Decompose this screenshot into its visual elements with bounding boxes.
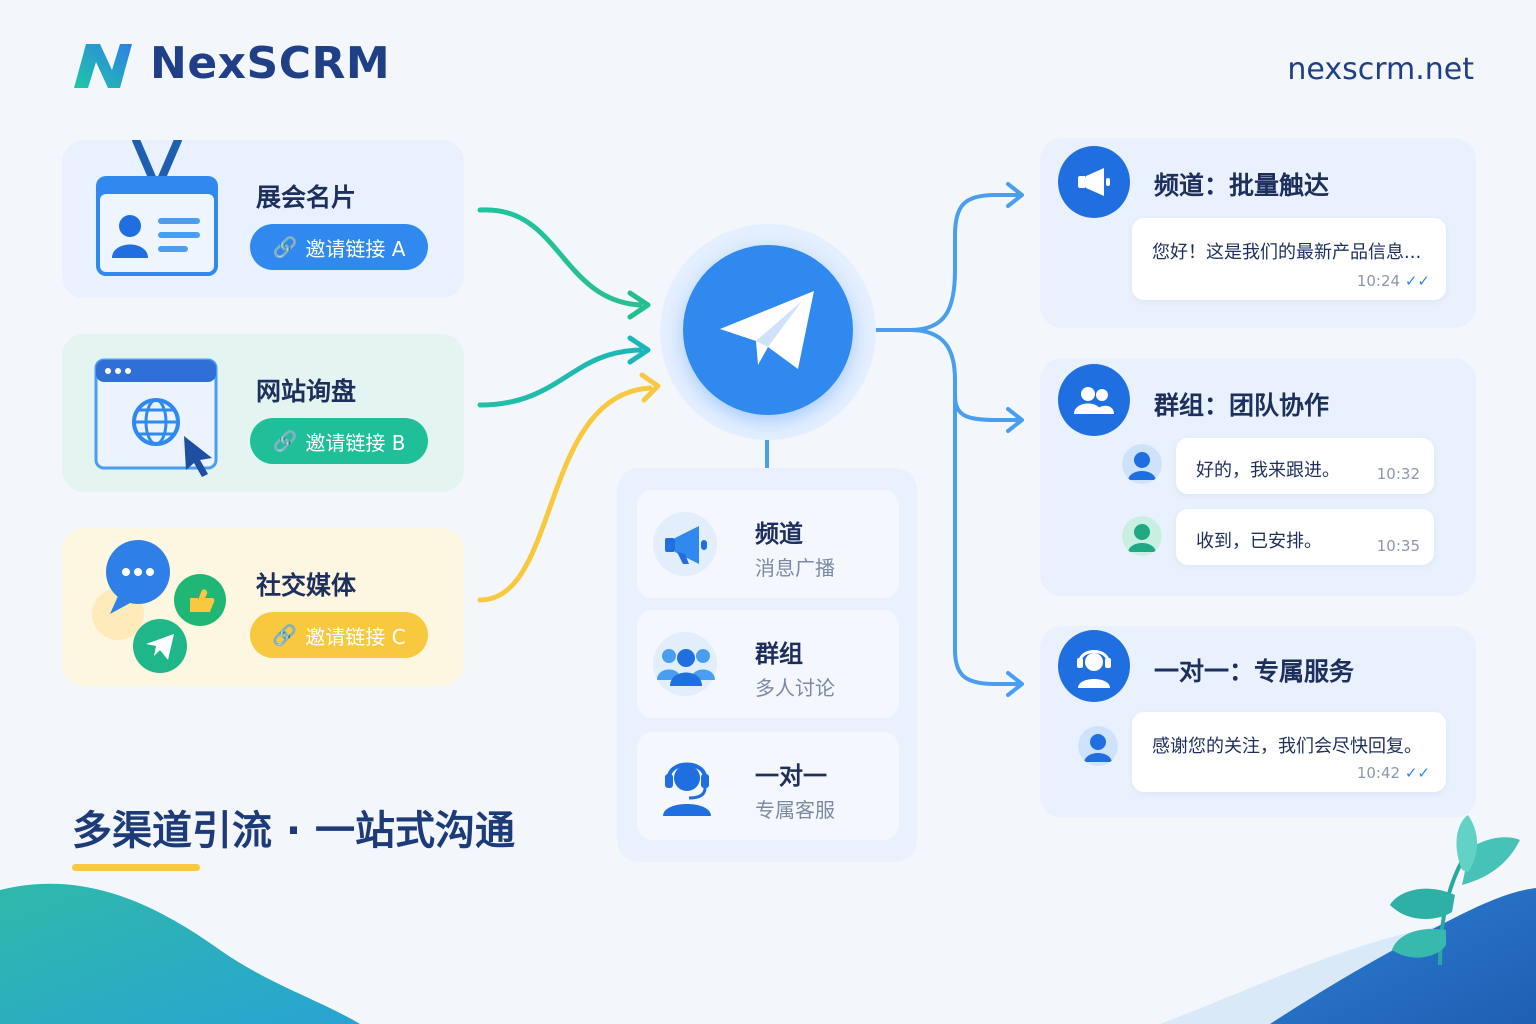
card-title: 群组：团队协作 — [1154, 391, 1330, 420]
message-time: 10:24 — [1356, 272, 1401, 290]
link-icon: 🔗 — [272, 235, 298, 259]
type-subtitle: 专属客服 — [755, 798, 835, 822]
source-title: 网站询盘 — [256, 377, 357, 406]
megaphone-badge — [1058, 146, 1130, 218]
card-title: 频道：批量触达 — [1154, 171, 1330, 200]
double-check-icon: ✓✓ — [1404, 764, 1430, 782]
message-meta: 10:24 ✓✓ — [1357, 272, 1430, 290]
invite-link-label: 邀请链接 A — [305, 236, 406, 261]
invite-link-b-button[interactable]: 🔗 邀请链接 B — [250, 418, 428, 464]
output-card-dm: 一对一：专属服务 感谢您的关注，我们会尽快回复。 10:42 ✓✓ — [1040, 626, 1476, 818]
social-media-icon — [92, 540, 226, 673]
icon-backdrop — [653, 632, 717, 696]
tagline-underline — [72, 864, 200, 871]
brand-name: NexSCRM — [150, 38, 391, 89]
connector-b — [477, 347, 643, 408]
browser-globe-icon — [94, 358, 218, 477]
invite-link-label: 邀请链接 C — [305, 624, 406, 649]
link-icon: 🔗 — [272, 429, 298, 453]
type-subtitle: 多人讨论 — [755, 676, 835, 700]
group-icon — [1074, 387, 1114, 414]
megaphone-icon — [1078, 168, 1110, 196]
link-icon: 🔗 — [272, 623, 298, 647]
hill-right — [1270, 888, 1536, 1024]
icon-backdrop — [653, 754, 717, 818]
group-badge — [1058, 364, 1130, 436]
source-title: 社交媒体 — [256, 571, 357, 600]
type-dm[interactable]: 一对一 专属客服 — [637, 732, 899, 840]
message-bubble: 感谢您的关注，我们会尽快回复。 10:42 ✓✓ — [1132, 712, 1446, 792]
type-title: 群组 — [755, 640, 803, 668]
output-card-group: 群组：团队协作 好的，我来跟进。 10:32 收到，已安排。 10:35 — [1040, 358, 1476, 596]
message-time: 10:35 — [1376, 537, 1420, 555]
card-title: 一对一：专属服务 — [1154, 657, 1355, 686]
invite-link-a-button[interactable]: 🔗 邀请链接 A — [250, 224, 428, 270]
group-icon — [657, 649, 715, 686]
type-subtitle: 消息广播 — [755, 556, 835, 580]
headset-agent-icon — [663, 762, 711, 816]
hill-left — [0, 883, 360, 1024]
source-title: 展会名片 — [256, 183, 357, 212]
megaphone-icon — [665, 526, 707, 564]
icon-backdrop — [653, 512, 717, 576]
type-title: 频道 — [755, 520, 803, 548]
telegram-hub[interactable] — [683, 245, 853, 415]
message-text: 好的，我来跟进。 — [1196, 460, 1340, 481]
message-text: 您好！这是我们的最新产品信息... — [1152, 242, 1422, 263]
type-channel[interactable]: 频道 消息广播 — [637, 490, 899, 598]
output-card-channel: 频道：批量触达 您好！这是我们的最新产品信息... 10:24 ✓✓ — [1040, 138, 1476, 328]
message-bubble: 收到，已安排。 10:35 — [1176, 509, 1434, 565]
message-bubble: 好的，我来跟进。 10:32 — [1176, 438, 1434, 494]
headset-agent-icon — [1077, 650, 1111, 688]
plant-leaves — [1390, 815, 1520, 966]
message-bubble: 您好！这是我们的最新产品信息... 10:24 ✓✓ — [1132, 218, 1446, 300]
agent-badge — [1058, 630, 1130, 702]
connector-c — [477, 385, 653, 603]
invite-link-label: 邀请链接 B — [305, 430, 406, 455]
website-link[interactable]: nexscrm.net — [1287, 52, 1474, 87]
telegram-icon — [720, 291, 814, 369]
avatar — [1078, 726, 1118, 766]
conversation-types-panel: 频道 消息广播 群组 多人讨论 一对一 专属客服 — [617, 468, 917, 862]
invite-link-c-button[interactable]: 🔗 邀请链接 C — [250, 612, 428, 658]
logo-icon — [74, 44, 132, 88]
type-group[interactable]: 群组 多人讨论 — [637, 610, 899, 718]
source-card-social: 社交媒体 🔗 邀请链接 C — [62, 528, 464, 686]
source-card-website: 网站询盘 🔗 邀请链接 B — [62, 334, 464, 492]
connector-right — [851, 182, 1024, 697]
message-meta: 10:42 ✓✓ — [1357, 764, 1430, 782]
message-time: 10:32 — [1376, 465, 1420, 483]
connector-a — [477, 207, 643, 308]
message-time: 10:42 — [1356, 764, 1401, 782]
tagline: 多渠道引流 · 一站式沟通 — [72, 808, 516, 854]
double-check-icon: ✓✓ — [1404, 272, 1430, 290]
id-badge-icon — [96, 140, 218, 276]
avatar — [1122, 516, 1162, 556]
message-text: 感谢您的关注，我们会尽快回复。 — [1152, 736, 1422, 757]
source-card-expo: 展会名片 🔗 邀请链接 A — [62, 140, 464, 298]
message-text: 收到，已安排。 — [1196, 531, 1322, 552]
avatar — [1122, 444, 1162, 484]
type-title: 一对一 — [755, 762, 827, 790]
